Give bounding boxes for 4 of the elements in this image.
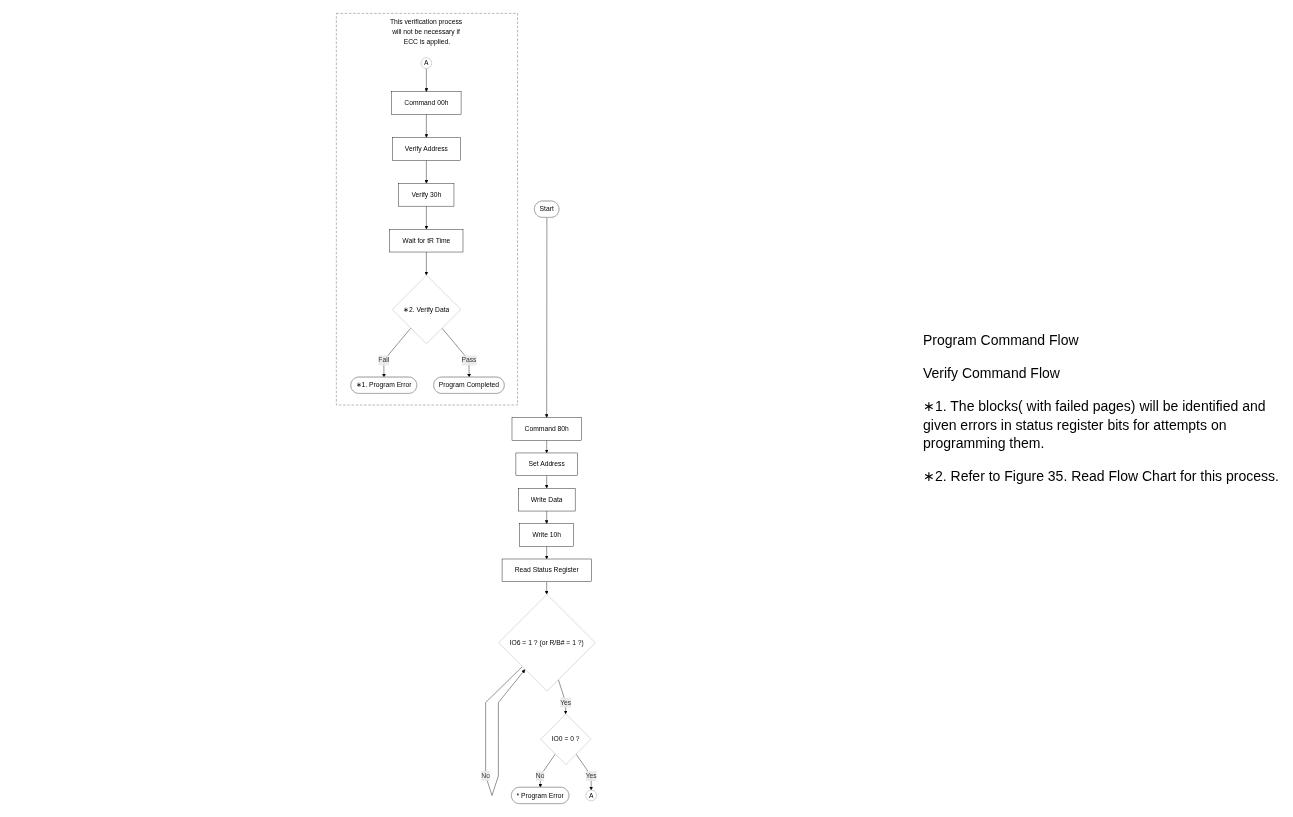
footnote: ∗1. The blocks( with failed pages) will be identified and given errors in status register bits for attempts on programming them. — [923, 396, 1267, 454]
footnote: ∗2. Refer to Figure 35. Read Flow Chart for this process. — [923, 467, 1280, 487]
bracket-label: Verify Command Flow — [923, 363, 1061, 383]
bracket-label: Program Command Flow — [923, 330, 1080, 350]
